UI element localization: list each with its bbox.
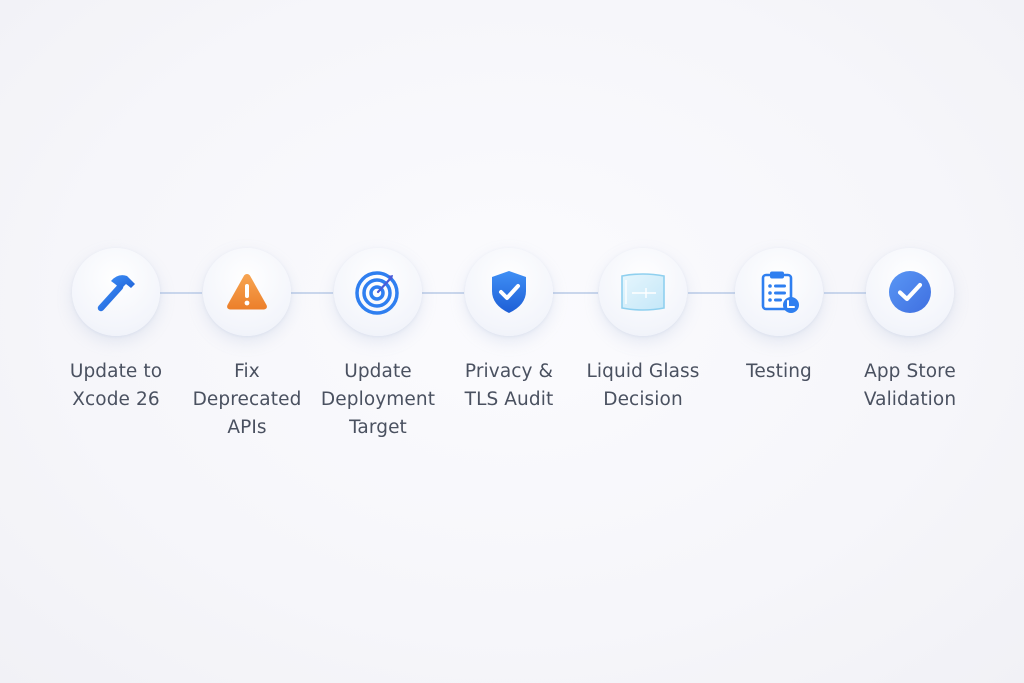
shield-check-icon <box>492 271 526 313</box>
step-label: Fix Deprecated APIs <box>192 361 302 438</box>
glass-panel-icon <box>621 273 665 311</box>
step-icon-circle <box>735 248 823 336</box>
connector-line <box>422 292 464 294</box>
step-update-xcode: Update to Xcode 26 <box>46 248 186 414</box>
connector-line <box>553 292 598 294</box>
step-icon-circle <box>465 248 553 336</box>
step-label: Update to Xcode 26 <box>69 361 163 410</box>
target-icon <box>355 271 399 315</box>
checkmark-badge-icon <box>889 271 931 313</box>
step-label: Update Deployment Target <box>320 361 436 438</box>
step-icon-circle <box>599 248 687 336</box>
step-icon-circle <box>203 248 291 336</box>
hammer-icon <box>97 275 135 312</box>
connector-line <box>291 292 333 294</box>
step-label: App Store Validation <box>863 361 957 410</box>
step-label: Liquid Glass Decision <box>586 361 700 410</box>
step-fix-deprecated-apis: Fix Deprecated APIs <box>177 248 317 442</box>
step-label: Testing <box>746 361 812 382</box>
connector-line <box>824 292 866 294</box>
step-privacy-tls-audit: Privacy & TLS Audit <box>439 248 579 414</box>
step-liquid-glass-decision: Liquid Glass Decision <box>573 248 713 414</box>
warning-icon <box>227 274 267 310</box>
connector-line <box>688 292 735 294</box>
step-icon-circle <box>334 248 422 336</box>
step-update-deployment-target: Update Deployment Target <box>308 248 448 442</box>
step-label: Privacy & TLS Audit <box>464 361 554 410</box>
step-icon-circle <box>866 248 954 336</box>
step-app-store-validation: App Store Validation <box>840 248 980 414</box>
connector-line <box>160 292 202 294</box>
clipboard-icon <box>761 271 799 313</box>
step-icon-circle <box>72 248 160 336</box>
step-testing: Testing <box>709 248 849 386</box>
